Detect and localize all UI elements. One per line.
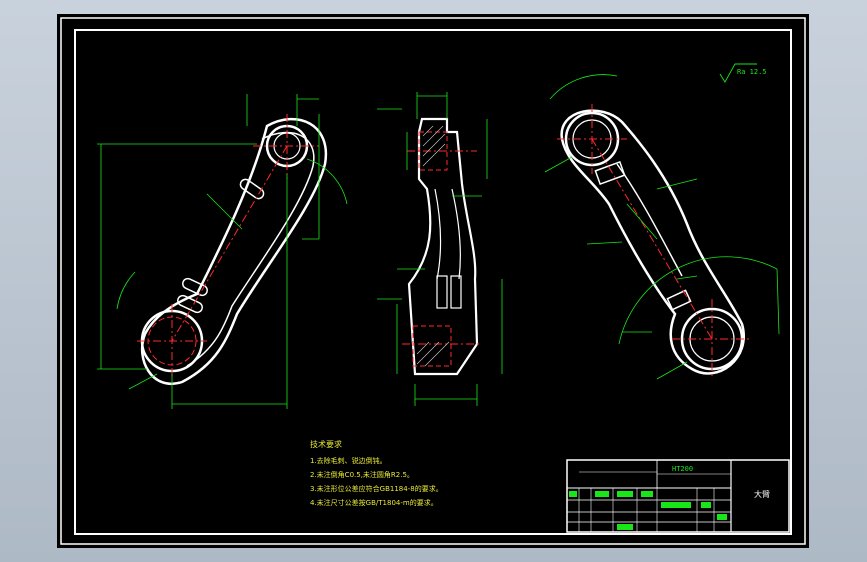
tech-req-item: 4.未注尺寸公差按GB/T1804-m的要求。 xyxy=(310,498,438,507)
part-name: 大臂 xyxy=(754,489,770,499)
inner-border xyxy=(74,29,792,535)
tech-req-item: 3.未注形位公差应符合GB1184-8的要求。 xyxy=(310,484,443,493)
front-view xyxy=(97,94,348,409)
title-block: HT200 大臂 xyxy=(566,459,790,533)
engineering-drawing: Ra 12.5 技术要求 1.去除毛刺、锐边倒钝。 2.未注倒角C0.5,未注圆… xyxy=(60,17,806,545)
roughness-note: Ra 12.5 xyxy=(737,68,767,76)
tech-req-item: 1.去除毛刺、锐边倒钝。 xyxy=(310,456,387,465)
drawing-sheet: Ra 12.5 技术要求 1.去除毛刺、锐边倒钝。 2.未注倒角C0.5,未注圆… xyxy=(57,14,809,548)
tech-req-item: 2.未注倒角C0.5,未注圆角R2.5。 xyxy=(310,470,414,479)
tech-req-title: 技术要求 xyxy=(310,439,342,449)
back-view xyxy=(544,74,780,380)
surface-roughness-symbol: Ra 12.5 xyxy=(719,63,767,83)
section-view xyxy=(377,92,503,406)
material-label: HT200 xyxy=(672,465,693,473)
outer-border xyxy=(60,17,806,545)
tech-requirements: 技术要求 1.去除毛刺、锐边倒钝。 2.未注倒角C0.5,未注圆角R2.5。 3… xyxy=(310,439,443,507)
